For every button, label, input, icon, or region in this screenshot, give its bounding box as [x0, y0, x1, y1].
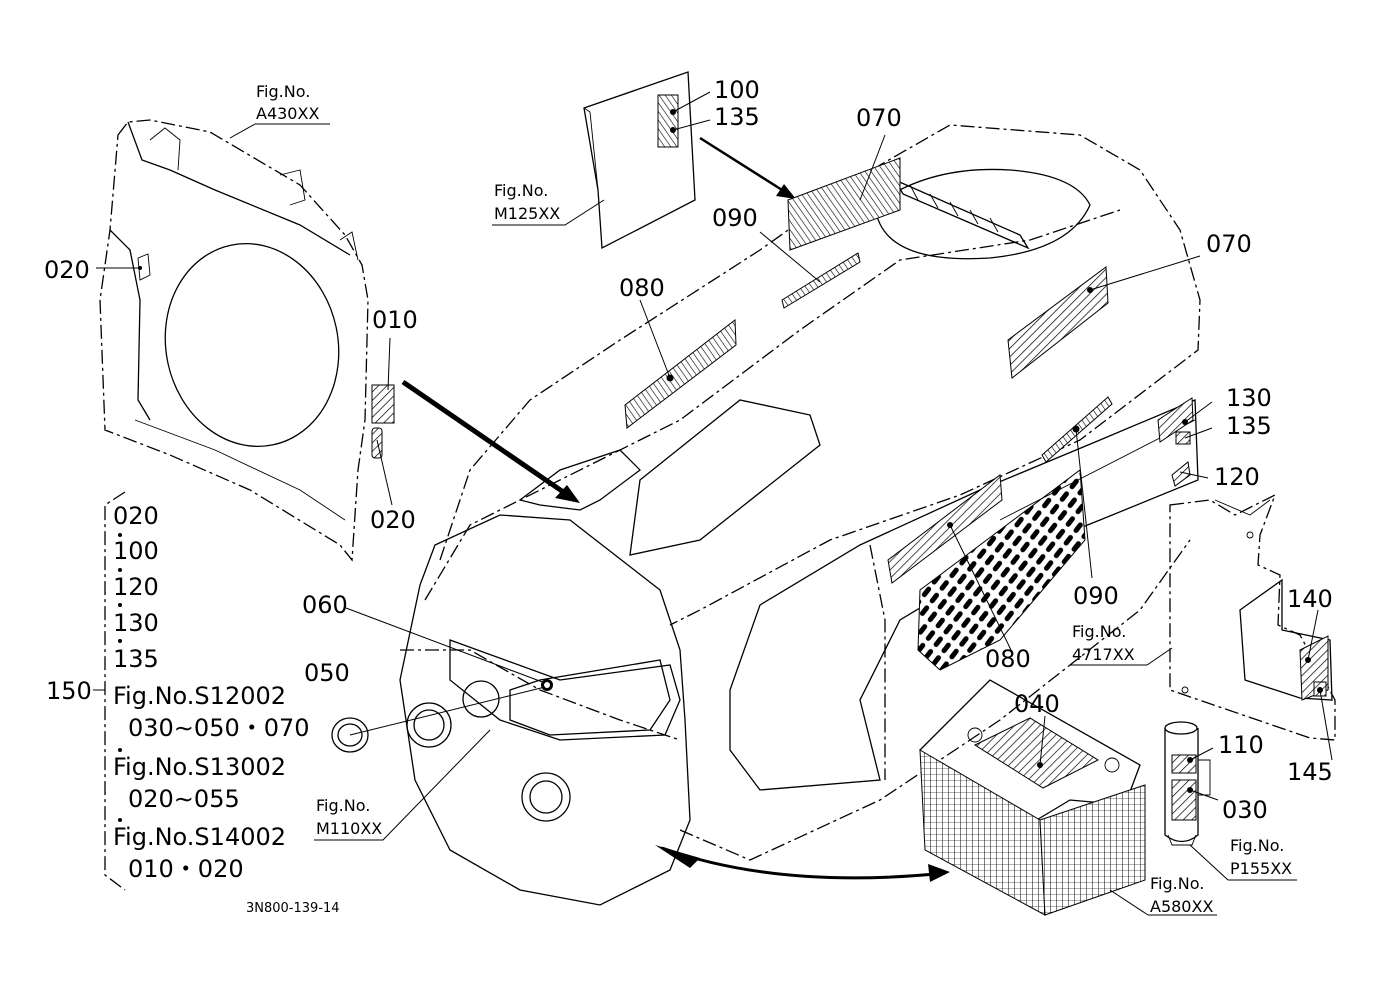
kit-line: Fig.No.S12002 — [113, 682, 286, 710]
callout-100[interactable]: 100 — [714, 76, 760, 104]
callout-080-side[interactable]: 080 — [985, 645, 1031, 673]
arrow-shroud — [401, 379, 580, 503]
callout-020-mid[interactable]: 020 — [370, 506, 416, 534]
svg-text:Fig.No.: Fig.No. — [316, 796, 370, 815]
callout-090-side[interactable]: 090 — [1073, 582, 1119, 610]
kit-line: 010・020 — [128, 855, 244, 883]
callout-070-right[interactable]: 070 — [1206, 230, 1252, 258]
kit-line: 020∼055 — [128, 785, 240, 813]
callout-135-right[interactable]: 135 — [1226, 412, 1272, 440]
callout-110[interactable]: 110 — [1218, 731, 1264, 759]
callout-140[interactable]: 140 — [1287, 585, 1333, 613]
callout-020-left[interactable]: 020 — [44, 256, 90, 284]
diagram-code: 3N800-139-14 — [246, 901, 340, 916]
svg-text:M125XX: M125XX — [494, 204, 560, 223]
radiator-shroud — [99, 119, 395, 562]
kit-line: 100 — [113, 537, 159, 565]
kit-dots — [118, 533, 122, 822]
kit-line: 130 — [113, 609, 159, 637]
kit-line: Fig.No.S13002 — [113, 753, 286, 781]
callout-135-top[interactable]: 135 — [714, 103, 760, 131]
svg-text:Fig.No.: Fig.No. — [494, 181, 548, 200]
kit-line: 135 — [113, 645, 159, 673]
fig-ref-m110[interactable]: Fig.No. M110XX — [316, 796, 382, 838]
cylinder-part — [1164, 721, 1211, 846]
pointer-dots — [138, 266, 1323, 793]
leader-lines — [96, 91, 1333, 801]
fig-leader-a580 — [1109, 889, 1217, 916]
callout-090-top[interactable]: 090 — [712, 204, 758, 232]
callout-060[interactable]: 060 — [302, 591, 348, 619]
kit-number[interactable]: 150 — [46, 677, 92, 705]
fig-leader-a430 — [229, 123, 330, 139]
fig-leader-m125 — [492, 199, 605, 226]
callout-145[interactable]: 145 — [1287, 758, 1333, 786]
kit-line: Fig.No.S14002 — [113, 823, 286, 851]
cap-part-050 — [331, 717, 369, 753]
svg-text:P155XX: P155XX — [1230, 859, 1292, 878]
svg-text:Fig.No.: Fig.No. — [256, 82, 310, 101]
kit-line: 120 — [113, 573, 159, 601]
svg-text:4717XX: 4717XX — [1072, 645, 1135, 664]
fig-ref-a580[interactable]: Fig.No. A580XX — [1150, 874, 1213, 916]
battery — [919, 679, 1146, 916]
fig-ref-p155[interactable]: Fig.No. P155XX — [1230, 836, 1292, 878]
callout-070-top[interactable]: 070 — [856, 104, 902, 132]
callout-010[interactable]: 010 — [372, 306, 418, 334]
callout-050[interactable]: 050 — [304, 659, 350, 687]
fig-ref-m125[interactable]: Fig.No. M125XX — [494, 181, 560, 223]
kit-line: 030∼050・070 — [128, 714, 310, 742]
arrow-panel — [699, 136, 796, 199]
svg-text:A430XX: A430XX — [256, 104, 319, 123]
fig-leader-4717 — [1070, 647, 1173, 666]
callout-130[interactable]: 130 — [1226, 384, 1272, 412]
svg-text:M110XX: M110XX — [316, 819, 382, 838]
bracket-panel — [1169, 493, 1336, 741]
hood-assembly — [399, 124, 1201, 906]
svg-text:Fig.No.: Fig.No. — [1150, 874, 1204, 893]
callout-040[interactable]: 040 — [1014, 690, 1060, 718]
fig-leader-p155 — [1189, 844, 1297, 881]
fig-leader-m110 — [314, 729, 491, 841]
callout-080-top[interactable]: 080 — [619, 274, 665, 302]
arrow-battery — [655, 845, 950, 882]
kit-line: 020 — [113, 502, 159, 530]
side-panel-top — [583, 71, 696, 250]
svg-text:Fig.No.: Fig.No. — [1230, 836, 1284, 855]
svg-text:Fig.No.: Fig.No. — [1072, 622, 1126, 641]
kit-list: 020 100 120 130 135 Fig.No.S12002 030∼05… — [113, 502, 310, 883]
svg-text:A580XX: A580XX — [1150, 897, 1213, 916]
callout-030[interactable]: 030 — [1222, 796, 1268, 824]
fig-ref-4717[interactable]: Fig.No. 4717XX — [1072, 622, 1135, 664]
fig-ref-a430[interactable]: Fig.No. A430XX — [256, 82, 319, 123]
callout-120[interactable]: 120 — [1214, 463, 1260, 491]
